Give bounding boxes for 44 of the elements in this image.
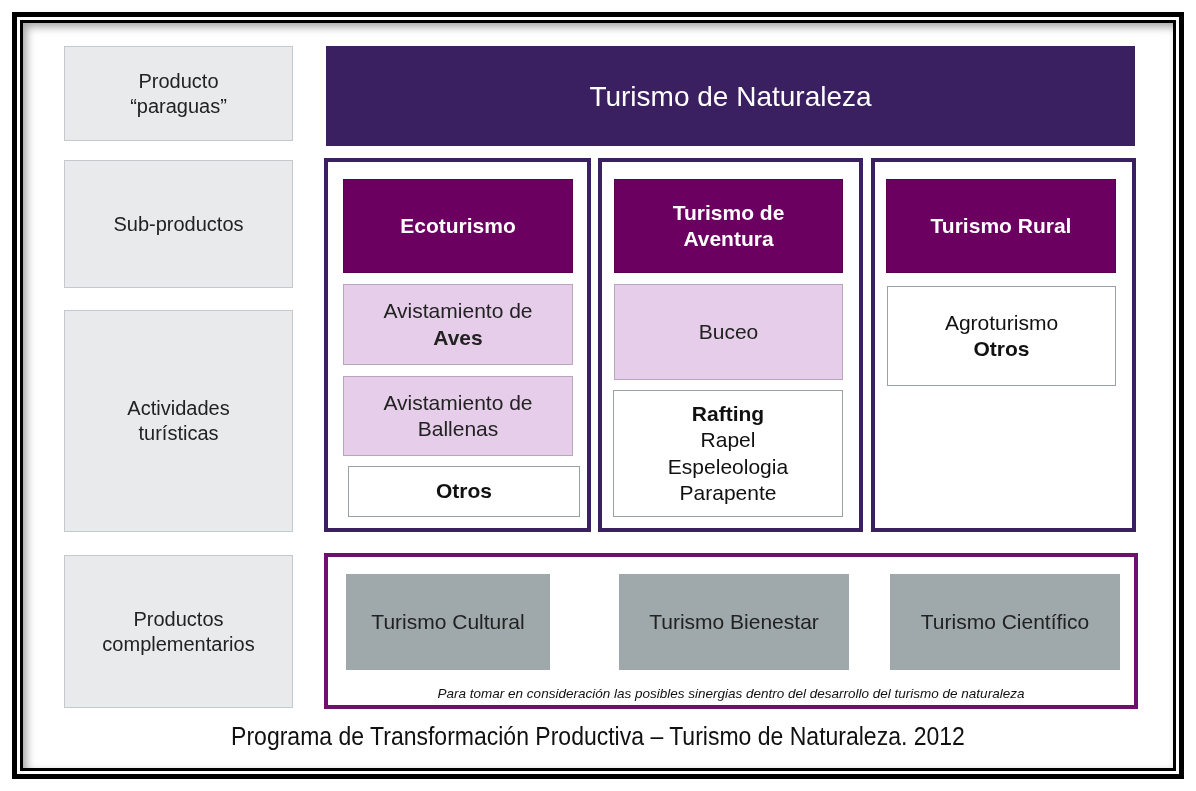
row-label-box [64, 46, 293, 141]
row-label: Producto “paraguas” [129, 68, 228, 119]
activity-label: Rapel [700, 427, 756, 454]
row-label: Actividades turísticas [126, 396, 231, 446]
sub-product-title: Turismo Rural [929, 212, 1073, 239]
activity-box [343, 376, 573, 456]
product-title: Turismo de Naturaleza [588, 79, 873, 114]
activity-box [614, 284, 843, 380]
column-frame [324, 158, 591, 532]
sub-product-box [343, 179, 573, 273]
activity-label: Agroturismo [944, 309, 1059, 336]
complementary-product-box [890, 574, 1120, 670]
activity-label: Otros [436, 478, 492, 505]
activity-box [887, 286, 1116, 386]
row-label: Sub-productos [112, 211, 245, 237]
sub-product-title: Ecoturismo [399, 212, 517, 239]
column-frame [598, 158, 863, 532]
activity-label: Parapente [679, 479, 777, 506]
row-label-box [64, 310, 293, 532]
product-label: Turismo Científico [919, 608, 1091, 635]
product-label: Turismo Bienestar [648, 608, 820, 635]
activity-box [348, 466, 580, 517]
activity-box [613, 390, 843, 517]
activity-label: Avistamiento de Ballenas [382, 389, 534, 442]
product-label: Turismo Cultural [370, 608, 526, 635]
row-label-box [64, 160, 293, 288]
row-label-box [64, 555, 293, 708]
activity-box [343, 284, 573, 365]
complementary-product-box [619, 574, 849, 670]
activity-label: Avistamiento de Aves [382, 298, 534, 351]
activity-label: Espeleologia [667, 453, 789, 480]
caption: Programa de Transformación Productiva – Turismo de Naturaleza. 2012 [230, 722, 966, 751]
column-frame [871, 158, 1136, 532]
note: Para tomar en consideración las posibles sinergias dentro del desarrollo del turismo de naturaleza [436, 686, 1026, 703]
umbrella-product-box [326, 46, 1135, 146]
sub-product-title: Turismo de Aventura [671, 199, 786, 252]
row-label: Productos complementarios [101, 606, 256, 657]
sub-product-box [614, 179, 843, 273]
sub-product-box [886, 179, 1116, 273]
activity-label: Rafting [691, 401, 765, 427]
complementary-product-box [346, 574, 550, 670]
activity-label: Otros [973, 336, 1030, 362]
complementary-frame [324, 553, 1138, 709]
activity-label: Buceo [697, 318, 760, 345]
